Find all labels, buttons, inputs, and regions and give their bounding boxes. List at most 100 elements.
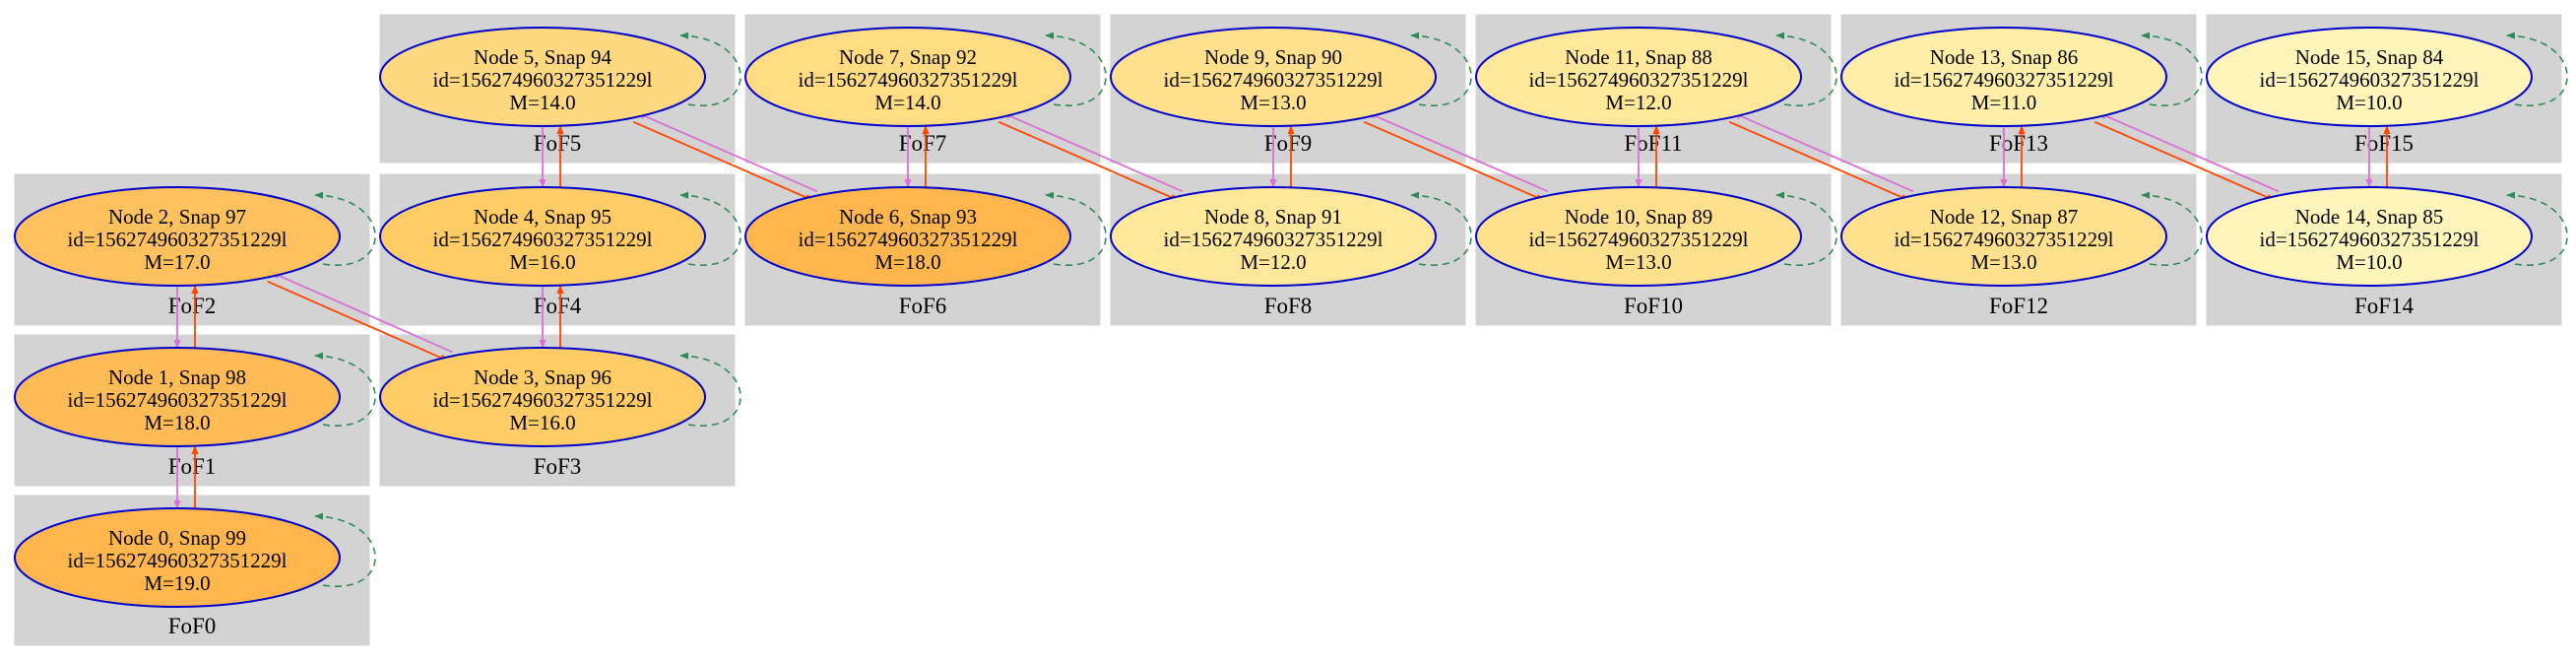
self-loop-edge — [2141, 191, 2203, 267]
node-mass-text: M=13.0 — [1240, 91, 1306, 114]
node-title: Node 2, Snap 97 — [108, 205, 246, 229]
node-id-text: id=156274960327351229l — [2259, 228, 2479, 251]
node-id-text: id=156274960327351229l — [1894, 228, 2113, 251]
self-loop-edge — [314, 352, 376, 428]
node-mass-text: M=14.0 — [874, 91, 940, 114]
node-title: Node 1, Snap 98 — [108, 365, 246, 389]
node-id-text: id=156274960327351229l — [1163, 68, 1383, 92]
cluster-label: FoF6 — [899, 294, 947, 318]
self-loop-edge — [1045, 32, 1107, 107]
self-loop-edge — [2506, 191, 2568, 267]
node-4: Node 4, Snap 95id=156274960327351229lM=1… — [379, 186, 741, 287]
node-id-text: id=156274960327351229l — [798, 68, 1017, 92]
node-ellipse — [14, 186, 341, 287]
node-10: Node 10, Snap 89id=156274960327351229lM=… — [1475, 186, 1837, 287]
node-mass-text: M=10.0 — [2336, 91, 2402, 114]
self-loop-edge — [1775, 191, 1837, 267]
edge-descendant-6-5 — [636, 111, 818, 193]
cluster-label: FoF9 — [1264, 131, 1313, 156]
node-id-text: id=156274960327351229l — [1528, 68, 1748, 92]
cluster-label: FoF13 — [1989, 131, 2048, 156]
cluster-label: FoF1 — [168, 454, 217, 479]
node-ellipse — [1475, 186, 1802, 287]
node-ellipse — [379, 347, 706, 447]
edge-descendant-3-2 — [270, 271, 453, 354]
node-5: Node 5, Snap 94id=156274960327351229lM=1… — [379, 27, 741, 127]
cluster-label: FoF14 — [2354, 294, 2415, 318]
node-title: Node 13, Snap 86 — [1930, 45, 2079, 69]
edge-descendant-14-13 — [2097, 111, 2280, 193]
nodes-layer: Node 0, Snap 99id=156274960327351229lM=1… — [14, 27, 2568, 608]
node-mass-text: M=13.0 — [1605, 250, 1671, 274]
node-ellipse — [1475, 27, 1802, 127]
node-mass-text: M=13.0 — [1970, 250, 2036, 274]
cluster-label: FoF11 — [1624, 131, 1682, 156]
cluster-label: FoF2 — [168, 294, 217, 318]
node-ellipse — [2206, 186, 2533, 287]
self-loop-edge — [1045, 191, 1107, 267]
cluster-label: FoF12 — [1989, 294, 2048, 318]
node-title: Node 8, Snap 91 — [1204, 205, 1342, 229]
node-ellipse — [744, 27, 1071, 127]
node-title: Node 11, Snap 88 — [1565, 45, 1712, 69]
node-15: Node 15, Snap 84id=156274960327351229lM=… — [2206, 27, 2568, 127]
edges-layer — [173, 111, 2391, 509]
cluster-label: FoF7 — [899, 131, 947, 156]
self-loop-edge — [1775, 32, 1837, 107]
node-id-text: id=156274960327351229l — [1894, 68, 2113, 92]
cluster-label: FoF10 — [1624, 294, 1683, 318]
node-id-text: id=156274960327351229l — [1163, 228, 1383, 251]
node-ellipse — [1840, 27, 2167, 127]
node-id-text: id=156274960327351229l — [1528, 228, 1748, 251]
cluster-label: FoF0 — [168, 614, 217, 638]
self-loop-edge — [2506, 32, 2568, 107]
node-0: Node 0, Snap 99id=156274960327351229lM=1… — [14, 507, 376, 608]
node-2: Node 2, Snap 97id=156274960327351229lM=1… — [14, 186, 376, 287]
node-id-text: id=156274960327351229l — [67, 388, 287, 412]
node-13: Node 13, Snap 86id=156274960327351229lM=… — [1840, 27, 2203, 127]
node-mass-text: M=11.0 — [1971, 91, 2037, 114]
node-id-text: id=156274960327351229l — [67, 549, 287, 572]
edge-progenitor-2-3 — [267, 280, 450, 363]
node-mass-text: M=14.0 — [509, 91, 575, 114]
edge-progenitor-9-10 — [1363, 120, 1545, 202]
node-title: Node 6, Snap 93 — [839, 205, 977, 229]
node-id-text: id=156274960327351229l — [798, 228, 1017, 251]
node-8: Node 8, Snap 91id=156274960327351229lM=1… — [1110, 186, 1472, 287]
node-ellipse — [744, 186, 1071, 287]
self-loop-edge — [679, 352, 741, 428]
node-ellipse — [2206, 27, 2533, 127]
cluster-label: FoF5 — [534, 131, 582, 156]
node-3: Node 3, Snap 96id=156274960327351229lM=1… — [379, 347, 741, 447]
node-6: Node 6, Snap 93id=156274960327351229lM=1… — [744, 186, 1107, 287]
cluster-label: FoF15 — [2354, 131, 2414, 156]
node-mass-text: M=12.0 — [1605, 91, 1671, 114]
edge-progenitor-13-14 — [2093, 120, 2276, 202]
node-mass-text: M=18.0 — [144, 411, 210, 434]
node-title: Node 15, Snap 84 — [2295, 45, 2444, 69]
cluster-label: FoF8 — [1264, 294, 1313, 318]
self-loop-edge — [679, 191, 741, 267]
node-ellipse — [379, 27, 706, 127]
edge-descendant-12-11 — [1732, 111, 1914, 193]
node-12: Node 12, Snap 87id=156274960327351229lM=… — [1840, 186, 2203, 287]
self-loop-edge — [2141, 32, 2203, 107]
self-loop-edge — [1410, 191, 1472, 267]
self-loop-edge — [314, 512, 376, 588]
node-mass-text: M=12.0 — [1240, 250, 1306, 274]
node-id-text: id=156274960327351229l — [432, 388, 652, 412]
node-ellipse — [1110, 186, 1437, 287]
self-loop-edge — [314, 191, 376, 267]
node-14: Node 14, Snap 85id=156274960327351229lM=… — [2206, 186, 2568, 287]
node-id-text: id=156274960327351229l — [67, 228, 287, 251]
node-mass-text: M=10.0 — [2336, 250, 2402, 274]
node-id-text: id=156274960327351229l — [432, 68, 652, 92]
node-title: Node 9, Snap 90 — [1204, 45, 1342, 69]
node-title: Node 7, Snap 92 — [839, 45, 977, 69]
node-ellipse — [1840, 186, 2167, 287]
node-11: Node 11, Snap 88id=156274960327351229lM=… — [1475, 27, 1837, 127]
node-7: Node 7, Snap 92id=156274960327351229lM=1… — [744, 27, 1107, 127]
node-ellipse — [379, 186, 706, 287]
self-loop-edge — [1410, 32, 1472, 107]
